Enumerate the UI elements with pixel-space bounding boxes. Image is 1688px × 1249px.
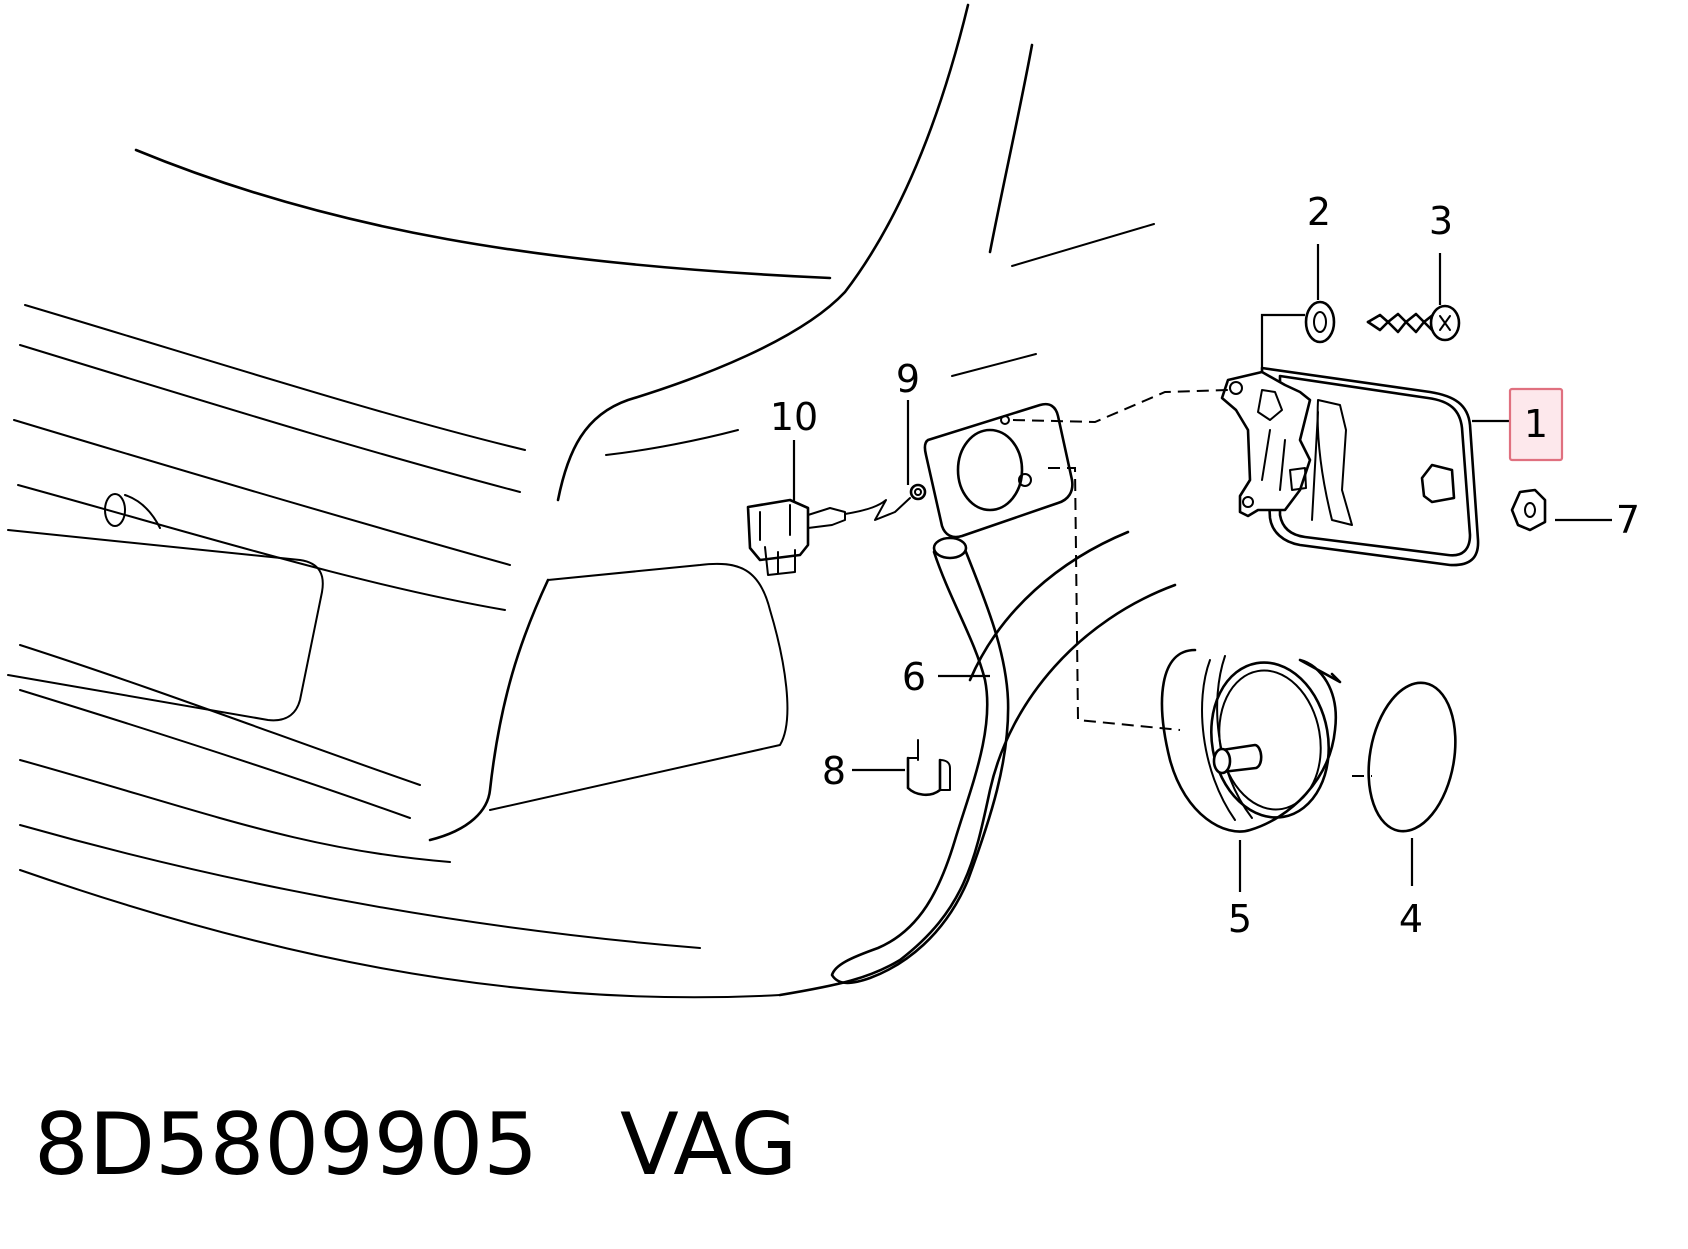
part-number: 8D5809905 xyxy=(34,1095,538,1195)
assembly-dash-lines xyxy=(1012,389,1372,777)
callout-1: 1 xyxy=(1524,402,1548,446)
footer-caption: 8D5809905 VAG xyxy=(34,1102,797,1188)
callout-2: 2 xyxy=(1307,190,1331,234)
part-4-seal-ring xyxy=(1367,681,1457,833)
part-8-clip xyxy=(906,739,951,797)
part-1-fuel-flap xyxy=(1220,366,1480,567)
callout-8: 8 xyxy=(822,749,846,793)
part-7-nut xyxy=(1510,488,1547,532)
callout-6: 6 xyxy=(902,655,926,699)
part-6-drain-hose xyxy=(830,550,1010,985)
callout-10: 10 xyxy=(770,395,818,439)
callout-7: 7 xyxy=(1616,498,1640,542)
part-3-screw xyxy=(1366,304,1461,342)
mounting-plate xyxy=(923,402,1074,539)
callout-4: 4 xyxy=(1399,897,1423,941)
callout-1-highlight xyxy=(1508,387,1564,462)
part-9-bolt xyxy=(909,483,927,501)
part-10-actuator xyxy=(746,498,846,576)
callout-3: 3 xyxy=(1429,199,1453,243)
callout-9: 9 xyxy=(896,357,920,401)
car-body-outline xyxy=(7,3,1177,999)
brand-name: VAG xyxy=(619,1095,798,1195)
part-6-hose-cap xyxy=(932,536,968,560)
callout-5: 5 xyxy=(1228,897,1252,941)
part-2-washer xyxy=(1304,300,1336,344)
part-5-filler-housing xyxy=(1160,648,1342,833)
callout-labels: 1 2 3 4 5 6 7 8 9 10 xyxy=(770,190,1640,941)
actuator-cable xyxy=(844,497,911,521)
leader-lines xyxy=(792,244,1612,892)
